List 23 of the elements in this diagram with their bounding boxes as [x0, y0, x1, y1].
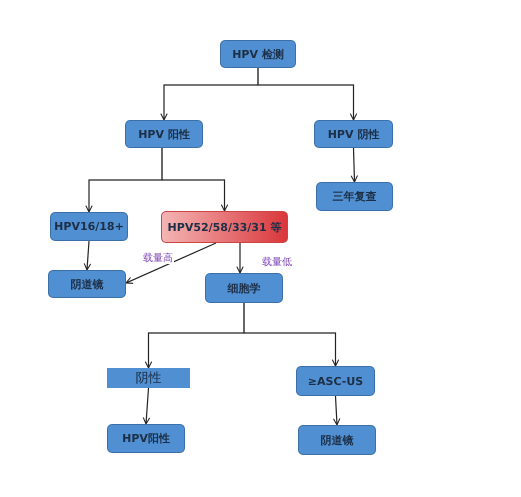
- process-box: ≥ASC-US: [296, 366, 375, 396]
- arrow: [125, 242, 216, 284]
- edge-label: 载量低: [261, 257, 293, 268]
- process-box: HPV16/18+: [50, 212, 128, 241]
- arrow: [243, 303, 340, 367]
- process-box: 阴道镜: [48, 270, 126, 298]
- arrow: [236, 243, 244, 274]
- process-box: HPV 阳性: [125, 120, 203, 148]
- process-box: HPV52/58/33/31 等: [161, 211, 288, 243]
- arrow: [142, 388, 150, 425]
- edge-label: 载量高: [142, 253, 174, 264]
- process-box: 阴道镜: [298, 425, 376, 455]
- process-box: HPV 阴性: [314, 120, 393, 148]
- process-box: 三年复查: [316, 182, 393, 211]
- process-box: HPV 检测: [220, 40, 296, 68]
- arrow: [84, 240, 92, 271]
- arrow: [350, 148, 358, 183]
- process-box: HPV阳性: [107, 424, 185, 453]
- arrow: [332, 396, 340, 426]
- process-box: 阴性: [107, 368, 190, 388]
- arrow: [257, 68, 358, 121]
- process-box: 细胞学: [205, 273, 283, 303]
- arrow: [161, 148, 228, 212]
